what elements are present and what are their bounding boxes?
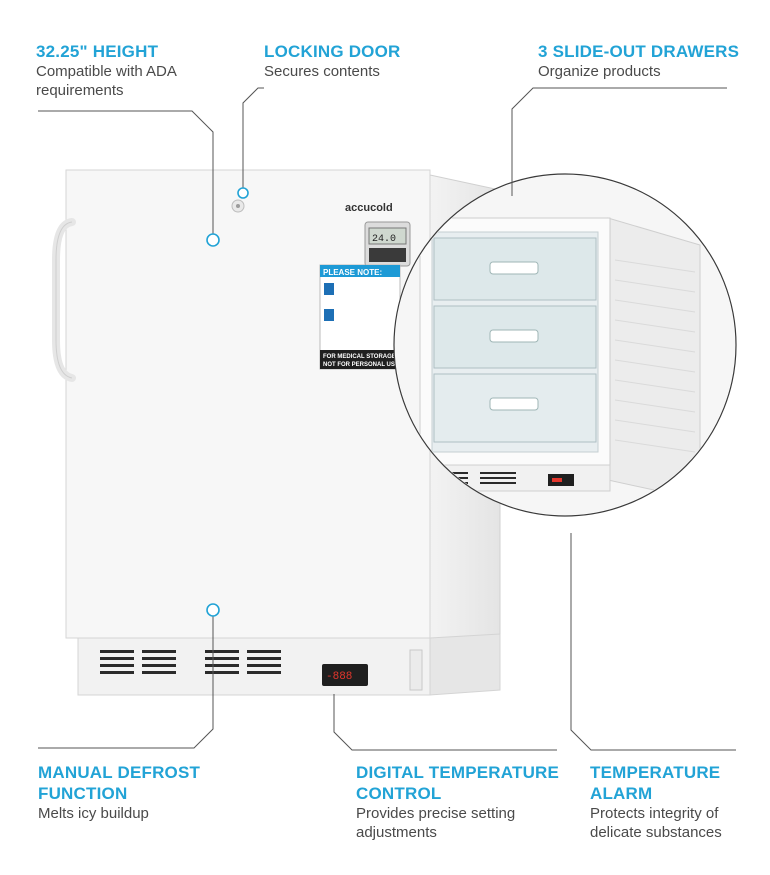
feature-height: 32.25" HEIGHT Compatible with ADA requir… <box>36 41 177 100</box>
feature-drawers: 3 SLIDE-OUT DRAWERS Organize products <box>538 41 739 81</box>
feature-title: TEMPERATURE <box>590 763 721 782</box>
alarm-reading: 24.0 <box>372 234 396 245</box>
vent-grille <box>100 650 281 674</box>
feature-title: LOCKING DOOR <box>264 42 401 61</box>
feature-desc: Provides precise setting <box>356 805 516 822</box>
slide-out-drawers <box>433 237 597 443</box>
callout-dots <box>206 187 249 617</box>
digital-controller <box>322 664 368 686</box>
notice-title: PLEASE NOTE: <box>323 268 382 277</box>
feature-digital-control: DIGITAL TEMPERATURE CONTROL Provides pre… <box>356 762 559 842</box>
controller-display: -888 <box>326 671 352 683</box>
feature-desc: Organize products <box>538 63 661 80</box>
callout-lines <box>38 87 736 751</box>
feature-desc: delicate substances <box>590 824 722 841</box>
feature-title: ALARM <box>590 784 653 803</box>
feature-desc: adjustments <box>356 824 437 841</box>
feature-locking-door: LOCKING DOOR Secures contents <box>264 41 401 81</box>
feature-title: DIGITAL TEMPERATURE <box>356 763 560 782</box>
feature-desc: Melts icy buildup <box>38 805 149 822</box>
feature-desc: Secures contents <box>264 63 380 80</box>
feature-title: CONTROL <box>356 784 442 803</box>
brand-logo: accucold <box>345 202 393 214</box>
feature-alarm: TEMPERATURE ALARM Protects integrity of … <box>590 762 722 842</box>
notice-line-2: NOT FOR PERSONAL USE <box>323 362 399 368</box>
feature-title: 3 SLIDE-OUT DRAWERS <box>538 42 740 61</box>
feature-title: 32.25" HEIGHT <box>36 42 159 61</box>
feature-desc: requirements <box>36 82 124 99</box>
notice-line-1: FOR MEDICAL STORAGE <box>323 354 396 360</box>
feature-title: FUNCTION <box>38 784 128 803</box>
feature-title: MANUAL DEFROST <box>38 763 201 782</box>
feature-defrost: MANUAL DEFROST FUNCTION Melts icy buildu… <box>38 762 200 823</box>
feature-desc: Protects integrity of <box>590 805 719 822</box>
feature-desc: Compatible with ADA <box>36 63 177 80</box>
